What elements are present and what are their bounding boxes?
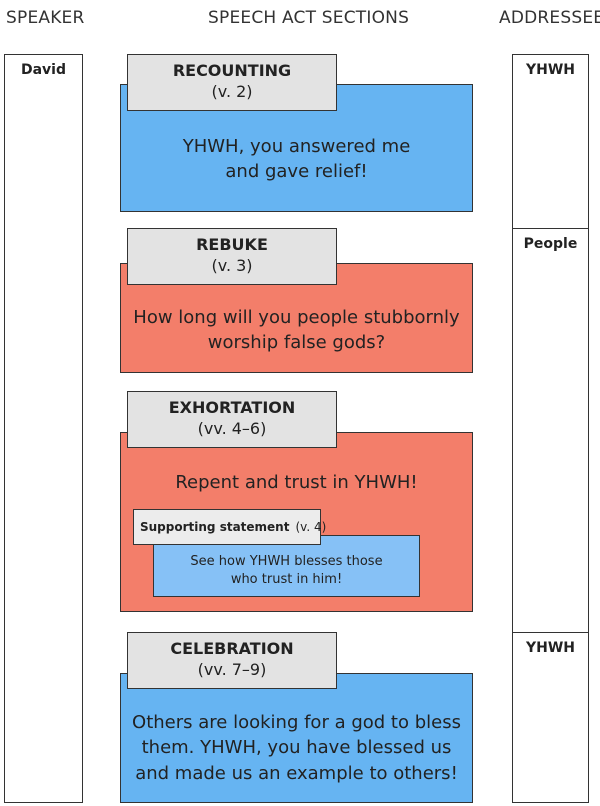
- sections-header: SPEECH ACT SECTIONS: [208, 8, 410, 28]
- section-verses: (vv. 7–9): [197, 660, 267, 679]
- recounting-text: YHWH, you answered me and gave relief!: [182, 135, 411, 182]
- rebuke-text: How long will you people stubbornly wors…: [133, 306, 460, 353]
- speaker-header: SPEAKER: [6, 8, 85, 28]
- section-verses: (v. 3): [211, 256, 253, 275]
- recounting-tab: RECOUNTING (v. 2): [127, 54, 337, 111]
- celebration-box: Others are looking for a god to bless th…: [120, 673, 473, 803]
- addressee-header: ADDRESSEE: [499, 8, 600, 28]
- celebration-text: Others are looking for a god to bless th…: [132, 712, 461, 784]
- addressee-column-yhwh-2: YHWH: [512, 632, 589, 803]
- addressee-name: YHWH: [525, 62, 575, 78]
- exhortation-tab: EXHORTATION (vv. 4–6): [127, 391, 337, 448]
- rebuke-tab: REBUKE (v. 3): [127, 228, 337, 285]
- section-verses: (v. 2): [211, 82, 253, 101]
- supporting-statement-text: See how YHWH blesses those who trust in …: [190, 553, 383, 587]
- celebration-tab: CELEBRATION (vv. 7–9): [127, 632, 337, 689]
- section-verses: (vv. 4–6): [197, 419, 267, 438]
- speaker-name: David: [20, 62, 66, 78]
- speaker-column: David: [4, 54, 83, 803]
- section-name: RECOUNTING: [172, 61, 292, 80]
- supporting-statement-verses: (v. 4): [295, 520, 327, 534]
- addressee-column-people: People: [512, 228, 589, 633]
- section-name: CELEBRATION: [170, 639, 294, 658]
- exhortation-text: Repent and trust in YHWH!: [175, 472, 418, 493]
- addressee-name: YHWH: [525, 640, 575, 656]
- supporting-statement-tab: Supporting statement (v. 4): [133, 509, 326, 545]
- addressee-name: People: [523, 236, 578, 252]
- supporting-statement-label: Supporting statement: [140, 520, 290, 534]
- addressee-column-yhwh-1: YHWH: [512, 54, 589, 229]
- section-name: REBUKE: [196, 235, 268, 254]
- section-name: EXHORTATION: [168, 398, 296, 417]
